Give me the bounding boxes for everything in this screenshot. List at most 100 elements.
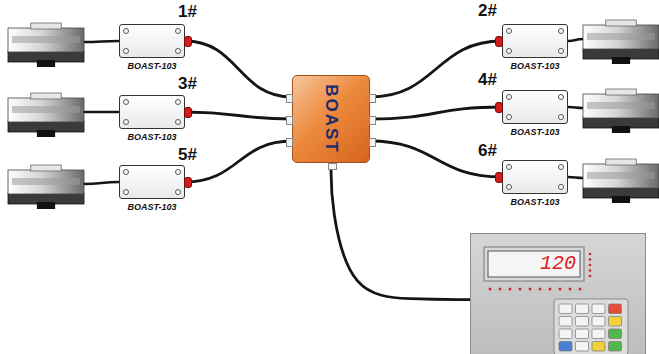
status-led — [529, 288, 532, 291]
screw — [175, 169, 181, 175]
callout-number: 5# — [178, 146, 197, 164]
cable-gland — [495, 102, 503, 113]
cable — [185, 112, 292, 119]
cable — [370, 107, 502, 119]
callout-number: 2# — [478, 2, 497, 20]
screw — [123, 28, 129, 34]
junction-box: BOAST-103 — [119, 24, 185, 72]
key — [559, 342, 572, 352]
key — [609, 329, 622, 339]
model-name: BOAST-103 — [127, 61, 176, 72]
status-led — [589, 269, 592, 272]
weighing-indicator: 120 — [470, 233, 646, 354]
key — [559, 317, 572, 327]
status-led — [509, 288, 512, 291]
status-led — [489, 288, 492, 291]
key — [559, 304, 572, 314]
cell-band — [587, 102, 655, 109]
cell-cap — [606, 159, 636, 165]
junction-box: BOAST-103 — [119, 95, 185, 143]
box-shape — [502, 160, 568, 194]
status-led — [589, 264, 592, 267]
key — [609, 342, 622, 352]
cell-wire — [84, 41, 119, 42]
key — [576, 342, 589, 352]
screw — [506, 48, 512, 54]
indicator-body — [470, 233, 646, 354]
cell-wire — [568, 107, 583, 108]
cable — [370, 41, 502, 97]
box-shape — [502, 24, 568, 58]
port — [369, 94, 376, 103]
key — [559, 329, 572, 339]
brand-name: BOAST — [321, 84, 341, 154]
indicator-case — [471, 234, 646, 354]
cable-gland — [184, 177, 192, 188]
port — [286, 116, 293, 125]
screw — [558, 28, 564, 34]
junction-box: BOAST-103 — [502, 160, 568, 208]
cell-foot — [612, 196, 630, 203]
cell-cap — [606, 20, 636, 26]
cable-gland — [495, 36, 503, 47]
callout-number: 6# — [478, 142, 497, 160]
weight-reading: 120 — [540, 251, 576, 277]
cell-band — [587, 33, 655, 40]
cable-gland — [495, 172, 503, 183]
status-led — [499, 288, 502, 291]
cell-cap — [31, 93, 61, 99]
screw — [506, 114, 512, 120]
cable — [331, 163, 470, 300]
status-led — [539, 288, 542, 291]
key — [592, 342, 605, 352]
key — [592, 317, 605, 327]
model-name: BOAST-103 — [127, 202, 176, 213]
summing-box: BOAST — [292, 75, 370, 163]
model-name: BOAST-103 — [510, 127, 559, 138]
model-name: BOAST-103 — [127, 132, 176, 143]
port — [369, 138, 376, 147]
screw — [175, 189, 181, 195]
display-bezel — [484, 247, 584, 281]
port — [286, 138, 293, 147]
status-led — [519, 288, 522, 291]
keypad — [554, 299, 628, 354]
cell-wire — [568, 177, 583, 178]
screw — [558, 164, 564, 170]
cable-gland — [184, 36, 192, 47]
load-cell — [568, 20, 659, 64]
box-shape — [119, 165, 185, 199]
screw — [123, 119, 129, 125]
box-shape — [119, 95, 185, 129]
key — [576, 329, 589, 339]
key — [592, 329, 605, 339]
port — [369, 116, 376, 125]
callout-number: 4# — [478, 71, 497, 89]
cell-cap — [31, 165, 61, 171]
load-cell — [568, 159, 659, 203]
cell-wire — [84, 182, 119, 184]
cell-foot — [612, 57, 630, 64]
screw — [558, 48, 564, 54]
cell-wire — [84, 111, 119, 114]
cell-body — [8, 28, 84, 52]
screw — [506, 164, 512, 170]
screw — [558, 184, 564, 190]
cable — [185, 41, 292, 97]
screw — [558, 114, 564, 120]
callout-number: 3# — [178, 75, 197, 93]
key — [609, 317, 622, 327]
cell-band — [12, 36, 80, 43]
model-name: BOAST-103 — [510, 61, 559, 72]
callout-number: 1# — [178, 3, 197, 21]
key — [576, 317, 589, 327]
key — [592, 304, 605, 314]
status-led — [549, 288, 552, 291]
model-name: BOAST-103 — [510, 197, 559, 208]
port — [328, 163, 337, 170]
cell-body — [583, 94, 659, 118]
screw — [175, 28, 181, 34]
screw — [506, 94, 512, 100]
status-led — [589, 253, 592, 256]
